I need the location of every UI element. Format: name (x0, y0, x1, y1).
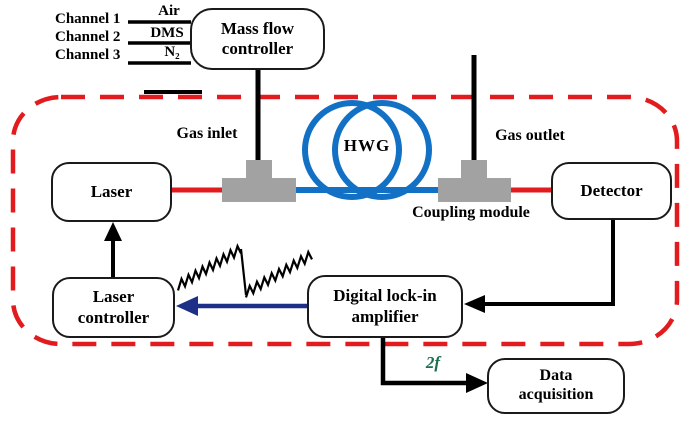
lock-in-amplifier-label-line1: Digital lock-in (333, 286, 437, 306)
channel-2-gas-label: DMS (150, 25, 184, 41)
modulation-ramp-2 (244, 249, 313, 298)
enclosure-dashed-border (10, 94, 680, 347)
data-acquisition-label-line2: acquisition (518, 386, 594, 403)
laser-box: Laser (51, 162, 172, 222)
coupling-module-outlet (438, 160, 511, 202)
amplifier-to-daq-arrowhead (466, 373, 488, 393)
mass-flow-controller-label-line2: controller (221, 39, 294, 58)
laser-controller-box: Laser controller (52, 277, 175, 338)
channel-1-label: Channel 1 (55, 11, 121, 27)
controller-to-laser-arrowhead (104, 222, 122, 241)
lock-in-amplifier-box: Digital lock-in amplifier (307, 275, 463, 338)
mass-flow-controller-label-line1: Mass flow (220, 18, 295, 38)
laser-controller-label-line2: controller (77, 307, 150, 327)
detector-label: Detector (580, 180, 643, 200)
channel-3-gas-label: N₂ (164, 44, 180, 60)
gas-outlet-label: Gas outlet (495, 127, 565, 144)
detector-to-amplifier-line (484, 220, 615, 306)
laser-label: Laser (90, 181, 133, 201)
mass-flow-controller-box: Mass flow controller (190, 8, 325, 70)
data-acquisition-label-line1: Data (539, 367, 573, 385)
channel-3-label: Channel 3 (55, 47, 121, 63)
detector-to-amplifier-arrowhead (464, 295, 485, 313)
channel-2-label: Channel 2 (55, 29, 121, 45)
data-acquisition-box: Data acquisition (487, 358, 625, 414)
laser-controller-label-line1: Laser (92, 287, 135, 307)
signal-2f-label: 2f (425, 353, 441, 372)
amplifier-to-daq-line (380, 338, 468, 386)
hwg-coil-loop-2 (332, 100, 432, 200)
modulation-ramp-1 (176, 243, 242, 291)
gas-inlet-label: Gas inlet (176, 125, 238, 142)
detector-box: Detector (551, 162, 672, 220)
channel-1-gas-label: Air (158, 3, 180, 19)
hwg-coil-loop-1 (302, 100, 402, 200)
hwg-label: HWG (343, 136, 391, 155)
coupling-module-label: Coupling module (412, 204, 530, 221)
amplifier-to-controller-arrowhead (176, 296, 198, 316)
lock-in-amplifier-label-line2: amplifier (351, 306, 419, 326)
modulation-sawtooth-signal (176, 243, 313, 298)
coupling-module-inlet (222, 160, 296, 202)
